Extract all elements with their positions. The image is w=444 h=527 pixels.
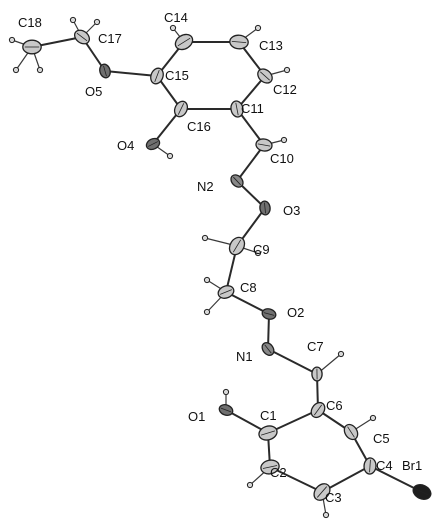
atom-label-o2: O2 — [287, 305, 304, 320]
bond-o5-c15 — [104, 70, 158, 77]
atom-c10 — [255, 138, 273, 152]
hydrogens-layer — [8, 16, 377, 519]
atom-o3 — [259, 200, 271, 216]
hydrogen-atom — [169, 24, 177, 32]
atom-o1 — [218, 404, 234, 416]
atom-label-o1: O1 — [188, 409, 205, 424]
atom-c11 — [230, 100, 244, 118]
atom-c16 — [173, 100, 189, 118]
atoms-layer — [22, 29, 432, 501]
bond-c10-n2 — [236, 144, 265, 182]
hydrogen-atom — [280, 136, 288, 144]
atom-label-c18: C18 — [18, 15, 42, 30]
atom-label-c6: C6 — [326, 398, 343, 413]
atom-c12 — [257, 68, 273, 84]
atom-c1 — [258, 425, 278, 441]
atom-label-n1: N1 — [236, 349, 253, 364]
hydrogen-atom — [254, 249, 262, 257]
atom-label-c8: C8 — [240, 280, 257, 295]
atom-label-c1: C1 — [260, 408, 277, 423]
hydrogen-atom — [166, 152, 174, 160]
atom-label-c15: C15 — [165, 68, 189, 83]
atom-c4 — [363, 457, 377, 475]
hydrogen-atom — [36, 66, 44, 74]
hydrogen-atom — [322, 511, 330, 519]
atom-label-c4: C4 — [376, 458, 393, 473]
atom-c14 — [174, 33, 194, 51]
atom-o4 — [145, 137, 161, 151]
hydrogen-atom — [337, 350, 345, 358]
atom-label-c2: C2 — [270, 465, 287, 480]
atom-label-o5: O5 — [85, 84, 102, 99]
hydrogen-atom — [201, 234, 209, 242]
bond-n1-c7 — [267, 348, 318, 375]
atom-c8 — [217, 285, 235, 299]
bond-c8-o2 — [225, 291, 270, 315]
hydrogen-atom — [222, 388, 230, 396]
hydrogen-atom — [69, 16, 77, 24]
hydrogen-atom — [369, 414, 377, 422]
atom-c15 — [150, 67, 164, 85]
atom-label-br1: Br1 — [402, 458, 422, 473]
atom-label-c5: C5 — [373, 431, 390, 446]
hydrogen-atom — [283, 66, 291, 74]
atom-label-c10: C10 — [270, 151, 294, 166]
hydrogen-atom — [12, 66, 20, 74]
atom-label-c3: C3 — [325, 490, 342, 505]
atom-c17 — [73, 29, 91, 45]
atom-br1 — [412, 484, 432, 500]
atom-label-c11: C11 — [241, 101, 264, 116]
atom-label-c9: C9 — [253, 242, 270, 257]
hydrogen-atom — [203, 308, 211, 316]
atom-label-c16: C16 — [187, 119, 211, 134]
bonds-layer — [11, 19, 423, 516]
atom-c3 — [313, 483, 331, 501]
atom-c18 — [22, 39, 42, 55]
hydrogen-atom — [246, 481, 254, 489]
hydrogen-atom — [8, 36, 16, 44]
atom-c2 — [260, 459, 280, 475]
atom-n2 — [230, 174, 244, 188]
atom-label-c7: C7 — [307, 339, 324, 354]
atom-o2 — [261, 308, 277, 320]
atom-label-o3: O3 — [283, 203, 300, 218]
atom-label-c12: C12 — [273, 82, 297, 97]
atom-label-c14: C14 — [164, 10, 188, 25]
bond-c3-c2 — [269, 466, 323, 493]
atom-n1 — [261, 342, 275, 356]
atom-c5 — [343, 423, 359, 441]
atom-c13 — [229, 34, 249, 50]
atom-c7 — [311, 366, 323, 382]
hydrogen-atom — [93, 18, 101, 26]
atom-label-c17: C17 — [98, 31, 122, 46]
atom-label-o4: O4 — [117, 138, 134, 153]
atom-o5 — [99, 63, 111, 79]
atom-label-c13: C13 — [259, 38, 283, 53]
atom-c6 — [310, 401, 326, 419]
atom-label-n2: N2 — [197, 179, 214, 194]
hydrogen-atom — [203, 276, 211, 284]
atom-c9 — [228, 236, 246, 256]
hydrogen-atom — [254, 24, 262, 32]
